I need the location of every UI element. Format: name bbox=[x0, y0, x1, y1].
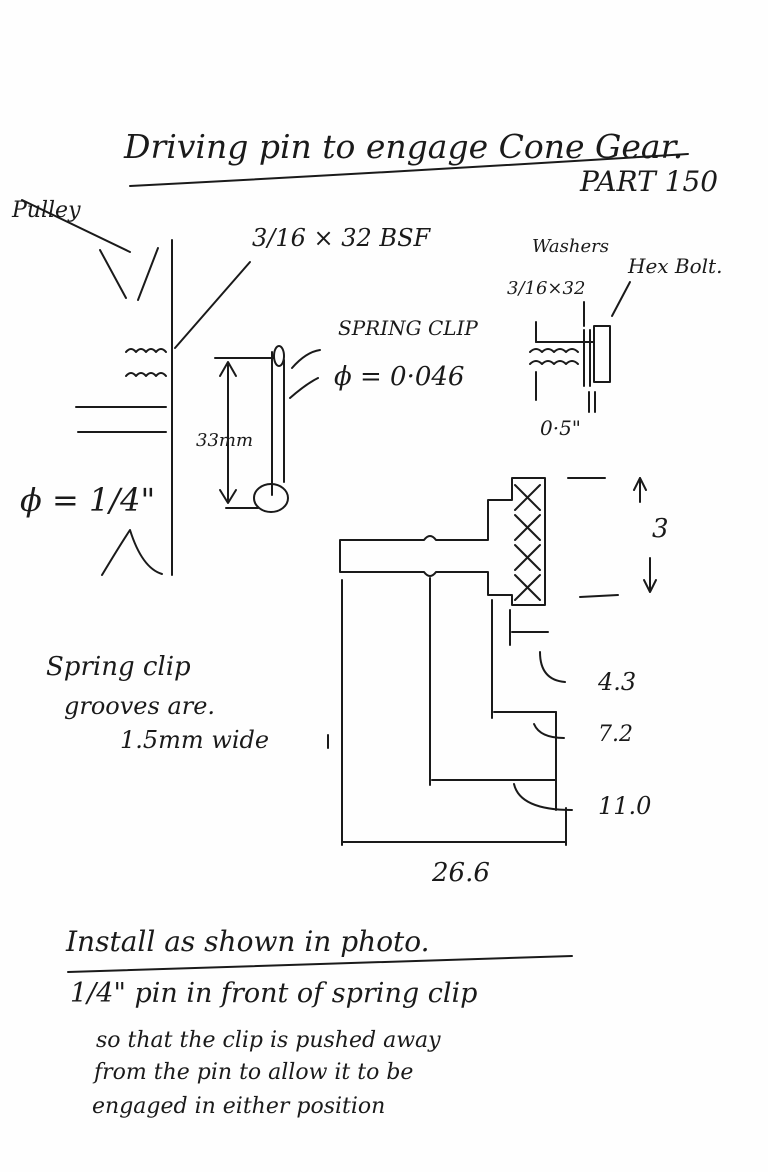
groove-note-line-3: 1.5mm wide bbox=[120, 726, 270, 754]
pulley-outline-top bbox=[99, 249, 127, 299]
spring-clip-label: SPRING CLIP bbox=[338, 316, 478, 340]
instructions-line-1: 1/4" pin in front of spring clip bbox=[70, 978, 478, 1009]
part-number: PART 150 bbox=[580, 165, 719, 198]
length-arrow-bottom bbox=[219, 489, 237, 504]
pulley-outline-top-right bbox=[137, 247, 159, 301]
dim-72-leader bbox=[533, 723, 565, 739]
title-underline bbox=[129, 153, 689, 187]
groove-note-line-1: Spring clip bbox=[46, 652, 191, 682]
dim-110-leader bbox=[513, 783, 573, 811]
dim-3-arrowhead-down bbox=[643, 579, 657, 593]
dim-110-label: 11.0 bbox=[598, 792, 652, 820]
spring-clip-leader-2 bbox=[289, 377, 319, 399]
thread-label: 3/16 × 32 BSF bbox=[252, 224, 431, 252]
bolt-thread-top bbox=[529, 348, 579, 353]
instructions-line-2: so that the clip is pushed away bbox=[96, 1028, 441, 1053]
instructions-underline bbox=[67, 955, 573, 973]
pin-diameter-label: ϕ = 1/4" bbox=[20, 481, 156, 519]
thread-leader bbox=[174, 261, 251, 349]
spring-clip-leader-1 bbox=[291, 349, 321, 369]
clip-cross-6 bbox=[514, 544, 541, 571]
dim-3-label: 3 bbox=[652, 514, 669, 544]
pulley-outline-bottom bbox=[101, 529, 163, 576]
dim-72-label: 7.2 bbox=[598, 722, 633, 747]
instructions-heading: Install as shown in photo. bbox=[66, 925, 430, 958]
drawing-title: Driving pin to engage Cone Gear. bbox=[124, 127, 684, 166]
bolt-length-label: 0·5" bbox=[540, 416, 582, 440]
hex-bolt-leader bbox=[611, 281, 631, 317]
dim-3-ext-bottom bbox=[579, 594, 619, 598]
dim-43-label: 4.3 bbox=[598, 668, 637, 696]
thread-marks-2 bbox=[125, 372, 167, 377]
groove-note-line-2: grooves are. bbox=[64, 692, 216, 720]
spring-clip-top-loop bbox=[273, 345, 285, 367]
washers-label: Washers bbox=[532, 236, 609, 257]
clip-cross-4 bbox=[514, 514, 541, 541]
pulley-label: Pulley bbox=[12, 198, 81, 223]
pulley-leader bbox=[21, 199, 131, 253]
spring-clip-dia-label: ϕ = 0·046 bbox=[334, 362, 465, 392]
bolt-thread-label: 3/16×32 bbox=[507, 278, 586, 299]
dim-3-arrowhead-up bbox=[633, 477, 647, 491]
dim-266-label: 26.6 bbox=[432, 858, 490, 888]
hex-bolt-label: Hex Bolt. bbox=[628, 254, 723, 278]
length-arrow-top bbox=[219, 361, 237, 377]
thread-marks-1 bbox=[125, 348, 167, 353]
dim-43-leader bbox=[539, 651, 566, 683]
clip-cross-2 bbox=[514, 484, 541, 511]
length-33-label: 33mm bbox=[196, 430, 254, 451]
hex-head bbox=[593, 325, 611, 383]
pin-outline bbox=[339, 477, 546, 606]
bolt-thread-bottom bbox=[529, 360, 579, 365]
spring-clip-bottom-loop bbox=[253, 483, 289, 513]
instructions-line-3: from the pin to allow it to be bbox=[94, 1060, 414, 1085]
instructions-line-4: engaged in either position bbox=[92, 1094, 386, 1119]
clip-cross-8 bbox=[514, 574, 541, 601]
